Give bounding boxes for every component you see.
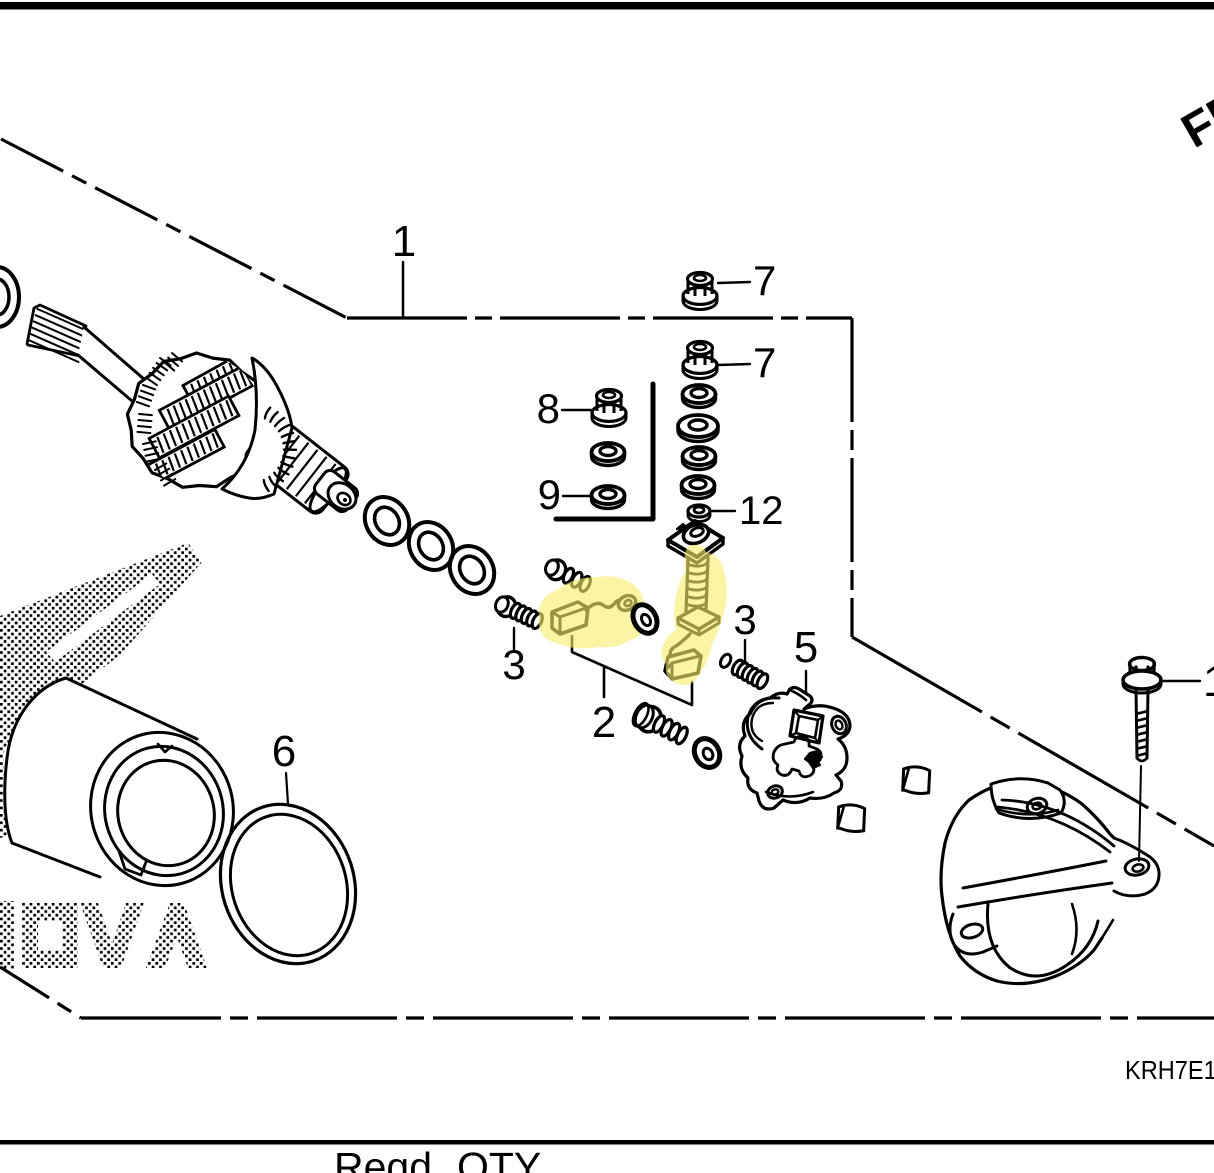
svg-text:2: 2: [592, 698, 616, 747]
svg-text:3: 3: [733, 596, 756, 643]
svg-text:KRH7E100: KRH7E100: [1125, 1055, 1214, 1085]
svg-text:3: 3: [502, 641, 525, 688]
svg-text:7: 7: [753, 257, 776, 304]
svg-text:8: 8: [537, 385, 560, 432]
svg-text:Reqd.: Reqd.: [334, 1144, 443, 1173]
svg-text:1: 1: [392, 217, 416, 266]
svg-text:12: 12: [739, 489, 784, 533]
svg-text:QTY: QTY: [457, 1144, 541, 1173]
svg-text:7: 7: [753, 339, 776, 386]
svg-text:9: 9: [538, 471, 561, 518]
svg-text:5: 5: [794, 623, 818, 672]
svg-text:10: 10: [1203, 657, 1214, 706]
svg-text:6: 6: [272, 727, 296, 776]
